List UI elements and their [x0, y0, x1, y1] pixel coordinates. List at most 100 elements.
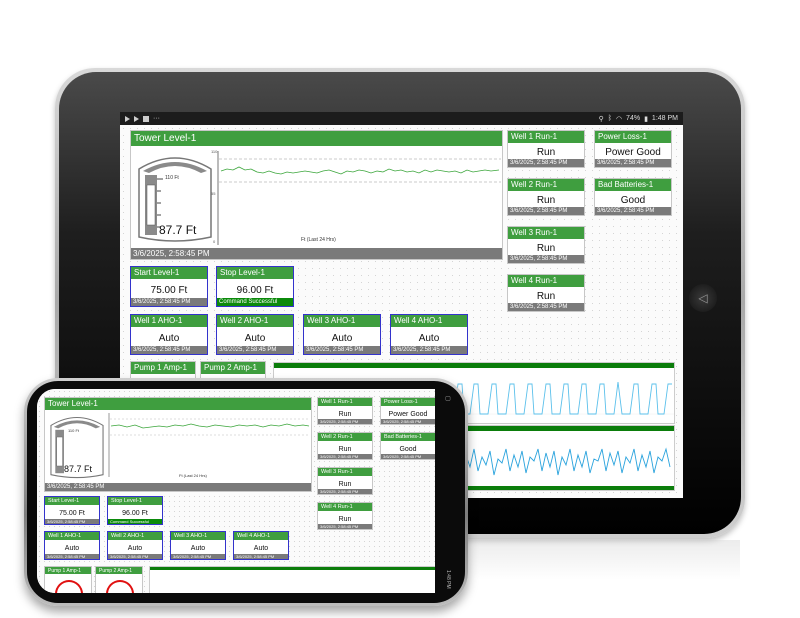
well-1-run-widget[interactable]: Well 1 Run-1 Run 3/6/2025, 2:58:45 PM [507, 130, 585, 168]
well-3-run-widget[interactable]: Well 3 Run-1 Run 3/6/2025, 2:58:45 PM [317, 467, 373, 495]
tower-level-widget[interactable]: Tower Level-1 11 [130, 130, 503, 260]
well-2-aho-widget[interactable]: Well 2 AHO-1 Auto 3/6/2025, 2:58:45 PM [107, 531, 163, 560]
stop-level-widget[interactable]: Stop Level-1 96.00 Ft Command Successful [216, 266, 294, 307]
bluetooth-icon: ᛒ [607, 115, 612, 122]
widget-value: 96.00 Ft [122, 510, 148, 517]
level-trend-chart: Ft (Last 24 Hrs) [105, 411, 310, 481]
battery-icon: ▮ [644, 115, 648, 123]
widget-value: Power Good [388, 411, 428, 418]
widget-title: Stop Level-1 [217, 267, 293, 279]
widget-timestamp: 3/6/2025, 2:58:45 PM [381, 454, 435, 459]
widget-timestamp: 3/6/2025, 2:58:45 PM [318, 489, 372, 494]
widget-timestamp: 3/6/2025, 2:58:45 PM [391, 346, 467, 354]
widget-value: Run [338, 411, 352, 418]
well-1-aho-widget[interactable]: Well 1 AHO-1 Auto 3/6/2025, 2:58:45 PM [44, 531, 100, 560]
widget-timestamp: 3/6/2025, 2:58:45 PM [381, 419, 435, 424]
widget-timestamp: 3/6/2025, 2:58:45 PM [217, 346, 293, 354]
bad-batteries-widget[interactable]: Bad Batteries-1 Good 3/6/2025, 2:58:45 P… [594, 178, 672, 216]
pump-2-amp-widget[interactable]: Pump 2 Amp-1 [95, 566, 143, 593]
widget-title: Well 3 Run-1 [508, 227, 584, 239]
widget-timestamp: 3/6/2025, 2:58:45 PM [131, 346, 207, 354]
more-icon: ··· [153, 115, 160, 122]
widget-value: 96.00 Ft [236, 285, 274, 296]
widget-value: Auto [253, 545, 269, 552]
power-loss-widget[interactable]: Power Loss-1 Power Good 3/6/2025, 2:58:4… [380, 397, 435, 425]
widget-title: Power Loss-1 [595, 131, 671, 143]
widget-timestamp: 3/6/2025, 2:58:45 PM [318, 419, 372, 424]
well-4-aho-widget[interactable]: Well 4 AHO-1 Auto 3/6/2025, 2:58:45 PM [233, 531, 289, 560]
widget-timestamp: 3/6/2025, 2:58:45 PM [595, 207, 671, 215]
widget-value: Power Good [605, 147, 661, 158]
well-1-aho-widget[interactable]: Well 1 AHO-1 Auto 3/6/2025, 2:58:45 PM [130, 314, 208, 355]
stop-level-widget[interactable]: Stop Level-1 96.00 Ft Command Successful [107, 496, 163, 525]
well-3-aho-widget[interactable]: Well 3 AHO-1 Auto 3/6/2025, 2:58:45 PM [170, 531, 226, 560]
widget-value: 75.00 Ft [59, 510, 85, 517]
widget-title: Well 1 Run-1 [318, 398, 372, 406]
well-2-run-widget[interactable]: Well 2 Run-1 Run 3/6/2025, 2:58:45 PM [507, 178, 585, 216]
widget-title: Well 4 Run-1 [508, 275, 584, 287]
tank-max-label: 110 Ft [165, 175, 179, 181]
well-4-run-widget[interactable]: Well 4 Run-1 Run 3/6/2025, 2:58:45 PM [317, 502, 373, 530]
y-tick: 55 [211, 191, 216, 196]
tank-level-value: 87.7 Ft [159, 223, 197, 237]
media-icon [125, 115, 130, 122]
widget-value: Auto [331, 333, 353, 344]
widget-title: Tower Level-1 [131, 131, 502, 146]
amp-gauge [106, 580, 134, 593]
widget-title: Well 3 AHO-1 [171, 532, 225, 540]
y-tick: 0 [213, 239, 216, 244]
x-axis-label: Ft (Last 24 Hrs) [179, 473, 207, 478]
widget-title: Well 1 AHO-1 [131, 315, 207, 327]
well-2-aho-widget[interactable]: Well 2 AHO-1 Auto 3/6/2025, 2:58:45 PM [216, 314, 294, 355]
tower-level-widget[interactable]: Tower Level-1 110 Ft 87.7 Ft [44, 397, 312, 492]
tank-max-label: 110 Ft [68, 428, 80, 433]
widget-title: Well 2 Run-1 [318, 433, 372, 441]
widget-title: Stop Level-1 [108, 497, 162, 505]
phone-nav-bar: ▢ 1:48 PM [441, 395, 455, 589]
well-2-run-widget[interactable]: Well 2 Run-1 Run 3/6/2025, 2:58:45 PM [317, 432, 373, 460]
widget-title: Pump 2 Amp-1 [96, 567, 142, 574]
widget-title: Start Level-1 [45, 497, 99, 505]
phone-device: Tower Level-1 110 Ft 87.7 Ft [24, 378, 468, 606]
widget-value: Auto [418, 333, 440, 344]
widget-timestamp: 3/6/2025, 2:58:45 PM [508, 303, 584, 311]
start-level-widget[interactable]: Start Level-1 75.00 Ft 3/6/2025, 2:58:45… [44, 496, 100, 525]
well-4-aho-widget[interactable]: Well 4 AHO-1 Auto 3/6/2025, 2:58:45 PM [390, 314, 468, 355]
trend-header [150, 567, 435, 570]
widget-title: Well 3 Run-1 [318, 468, 372, 476]
command-status: Command Successful [108, 519, 162, 524]
widget-timestamp: 3/6/2025, 2:58:45 PM [508, 255, 584, 263]
location-icon: ⚲ [598, 115, 604, 123]
trend-header [274, 426, 674, 431]
widget-title: Well 3 AHO-1 [304, 315, 380, 327]
trend-footer-bar [274, 486, 674, 490]
level-trend-chart: 110 55 0 Ft (Last 24 Hrs) [211, 149, 501, 249]
pump-current-trend-1[interactable] [149, 566, 435, 593]
widget-value: Run [338, 516, 352, 523]
well-3-aho-widget[interactable]: Well 3 AHO-1 Auto 3/6/2025, 2:58:45 PM [303, 314, 381, 355]
recent-apps-icon[interactable]: ▢ [445, 396, 451, 402]
pump-current-chart [453, 447, 671, 476]
widget-title: Pump 2 Amp-1 [201, 362, 265, 374]
pump-1-amp-widget[interactable]: Pump 1 Amp-1 [44, 566, 92, 593]
bad-batteries-widget[interactable]: Bad Batteries-1 Good 3/6/2025, 2:58:45 P… [380, 432, 435, 460]
start-level-widget[interactable]: Start Level-1 75.00 Ft 3/6/2025, 2:58:45… [130, 266, 208, 307]
widget-value: Good [620, 195, 646, 206]
back-triangle-icon: ◁ [698, 291, 708, 305]
trend-header [274, 363, 674, 368]
phone-screen: Tower Level-1 110 Ft 87.7 Ft [37, 389, 435, 593]
widget-title: Well 1 AHO-1 [45, 532, 99, 540]
widget-timestamp: 3/6/2025, 2:58:45 PM [131, 298, 207, 306]
well-4-run-widget[interactable]: Well 4 Run-1 Run 3/6/2025, 2:58:45 PM [507, 274, 585, 312]
widget-title: Well 4 AHO-1 [234, 532, 288, 540]
well-3-run-widget[interactable]: Well 3 Run-1 Run 3/6/2025, 2:58:45 PM [507, 226, 585, 264]
wifi-icon: ◠ [615, 115, 623, 123]
widget-timestamp: 3/6/2025, 2:58:45 PM [508, 207, 584, 215]
power-loss-widget[interactable]: Power Loss-1 Power Good 3/6/2025, 2:58:4… [594, 130, 672, 168]
media-icon [134, 115, 139, 122]
well-1-run-widget[interactable]: Well 1 Run-1 Run 3/6/2025, 2:58:45 PM [317, 397, 373, 425]
widget-value: Run [338, 481, 352, 488]
widget-title: Bad Batteries-1 [595, 179, 671, 191]
widget-title: Pump 1 Amp-1 [131, 362, 195, 374]
back-button[interactable]: ◁ [689, 284, 717, 312]
